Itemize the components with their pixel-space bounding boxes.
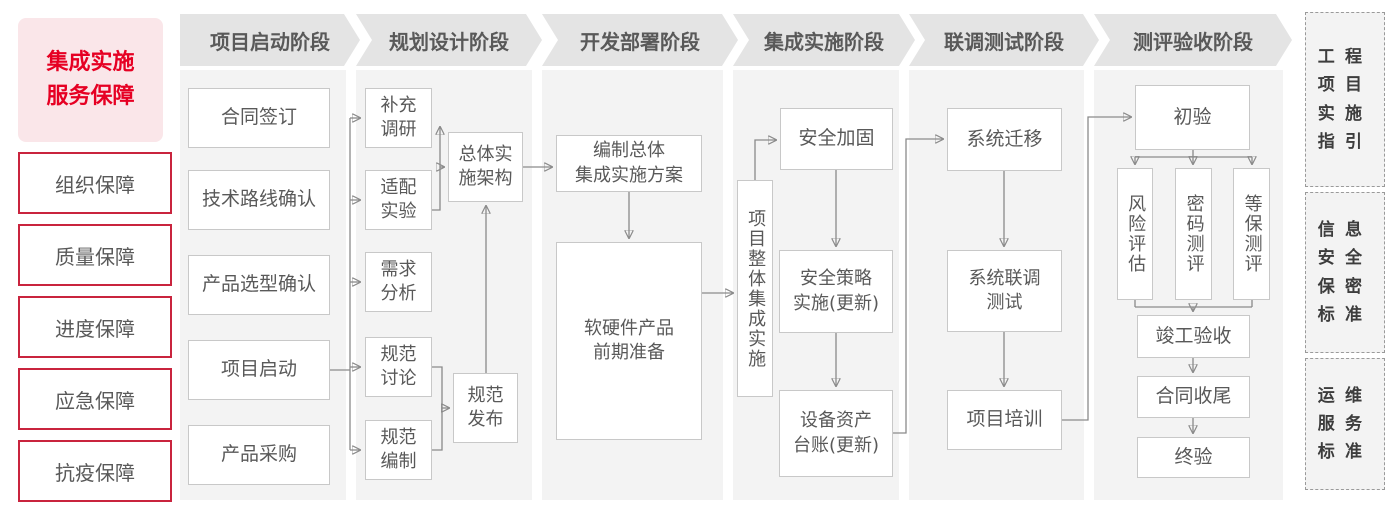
phase-header-integration: 集成实施阶段 <box>733 14 915 66</box>
node-spec-release: 规范 发布 <box>453 373 518 443</box>
node-completion-acceptance: 竣工验收 <box>1137 315 1250 358</box>
node-contract-signing: 合同签订 <box>188 88 330 148</box>
guarantee-epidemic: 抗疫保障 <box>18 440 172 502</box>
node-adaptation-experiment: 适配 实验 <box>365 170 432 230</box>
node-overall-impl-architecture: 总体实 施架构 <box>448 132 523 202</box>
phase-header-acceptance: 测评验收阶段 <box>1094 14 1292 66</box>
node-overall-integration-impl: 项目整体集成实施 <box>737 180 773 397</box>
node-product-selection-confirm: 产品选型确认 <box>188 255 330 315</box>
node-product-procurement: 产品采购 <box>188 425 330 485</box>
node-system-migration: 系统迁移 <box>947 108 1062 171</box>
node-tech-route-confirm: 技术路线确认 <box>188 170 330 230</box>
node-requirement-analysis: 需求 分析 <box>365 252 432 312</box>
node-initial-acceptance: 初验 <box>1135 85 1250 150</box>
node-project-training: 项目培训 <box>947 390 1062 450</box>
phase-header-planning: 规划设计阶段 <box>356 14 542 66</box>
node-security-hardening: 安全加固 <box>780 108 893 170</box>
phase-header-kickoff: 项目启动阶段 <box>180 14 360 66</box>
guarantee-emergency: 应急保障 <box>18 368 172 430</box>
standard-operation-maintenance-service: 运维 服务 标准 <box>1305 358 1385 490</box>
node-joint-debug-test: 系统联调 测试 <box>947 250 1062 332</box>
guarantee-quality: 质量保障 <box>18 224 172 286</box>
node-security-policy-impl: 安全策略 实施(更新) <box>779 250 893 333</box>
node-classified-protection-eval: 等保测评 <box>1233 168 1270 300</box>
diagram-title: 集成实施 服务保障 <box>18 18 163 142</box>
node-supplementary-research: 补充 调研 <box>365 88 432 148</box>
standard-info-security-confidentiality: 信息 安全 保密 标准 <box>1305 192 1385 353</box>
node-project-kickoff: 项目启动 <box>188 340 330 400</box>
node-spec-discussion: 规范 讨论 <box>365 337 432 397</box>
node-asset-ledger-update: 设备资产 台账(更新) <box>779 390 893 477</box>
guarantee-organization: 组织保障 <box>18 152 172 214</box>
node-compile-overall-plan: 编制总体 集成实施方案 <box>556 135 702 192</box>
node-spec-compilation: 规范 编制 <box>365 420 432 480</box>
node-crypto-evaluation: 密码测评 <box>1175 168 1212 300</box>
node-final-acceptance: 终验 <box>1137 437 1250 478</box>
standard-project-implementation-guide: 工程 项目 实施 指引 <box>1305 12 1385 187</box>
node-contract-closure: 合同收尾 <box>1137 376 1250 418</box>
node-hw-sw-preparation: 软硬件产品 前期准备 <box>556 242 702 440</box>
node-risk-assessment: 风险评估 <box>1117 168 1153 300</box>
guarantee-schedule: 进度保障 <box>18 296 172 358</box>
phase-header-development: 开发部署阶段 <box>542 14 738 66</box>
phase-header-testing: 联调测试阶段 <box>909 14 1099 66</box>
